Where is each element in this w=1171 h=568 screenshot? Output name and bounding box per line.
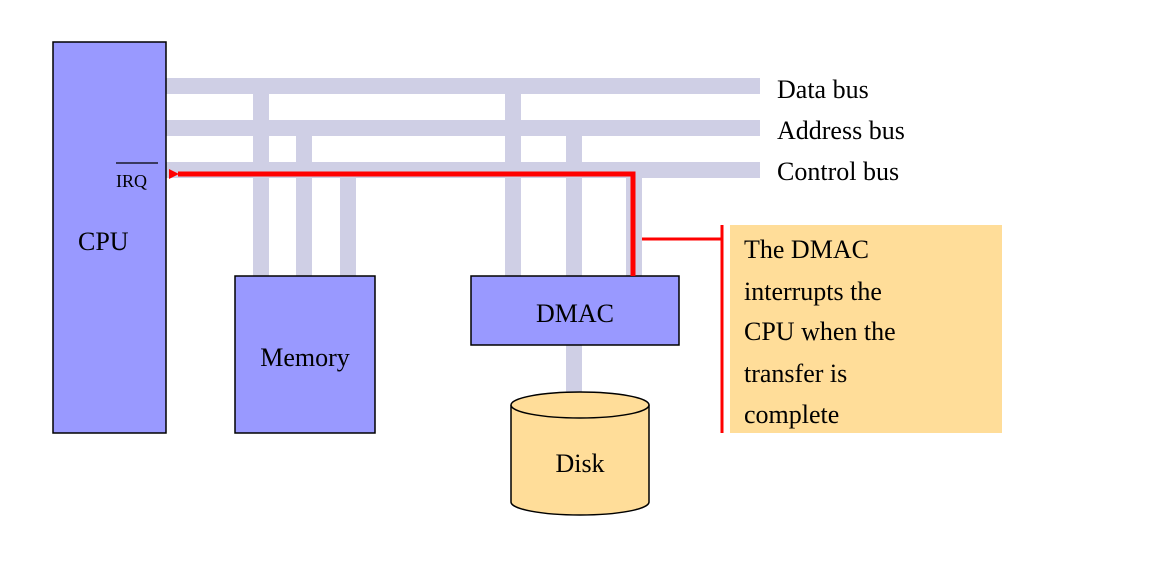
- cpu-block: [52, 41, 167, 434]
- dmac-block: [470, 275, 680, 346]
- callout-note-line: interrupts the: [744, 277, 882, 306]
- disk-cylinder-body: [510, 405, 650, 516]
- callout-note-line: transfer is: [744, 359, 847, 388]
- disk-cylinder-top: [510, 391, 650, 419]
- dmac-address-bus-tap: [566, 136, 582, 276]
- memory-data-bus-tap: [253, 94, 269, 276]
- dmac-label: DMAC: [536, 299, 614, 328]
- irq-signal-arrow: [169, 169, 636, 276]
- address-bus: [166, 120, 760, 136]
- callout-note-line: complete: [744, 400, 839, 429]
- memory-label: Memory: [260, 343, 350, 372]
- memory-block: [234, 275, 376, 434]
- callout-note-line: CPU when the: [744, 317, 896, 346]
- callout-note-text: The DMAC interrupts the CPU when the tra…: [744, 235, 902, 429]
- data-bus: [166, 78, 760, 94]
- callout-note-line: The DMAC: [744, 235, 869, 264]
- dmac-disk-connection: [566, 345, 582, 392]
- callout-note-box: [730, 225, 1002, 433]
- cpu-label: CPU: [78, 227, 129, 256]
- data-bus-label: Data bus: [777, 75, 869, 104]
- memory-control-bus-tap: [340, 178, 356, 276]
- irq-label: IRQ: [116, 171, 147, 191]
- memory-address-bus-tap: [296, 136, 312, 276]
- disk-label: Disk: [555, 449, 604, 478]
- address-bus-label: Address bus: [777, 116, 905, 145]
- control-bus-label: Control bus: [777, 157, 899, 186]
- dmac-data-bus-tap: [505, 94, 521, 276]
